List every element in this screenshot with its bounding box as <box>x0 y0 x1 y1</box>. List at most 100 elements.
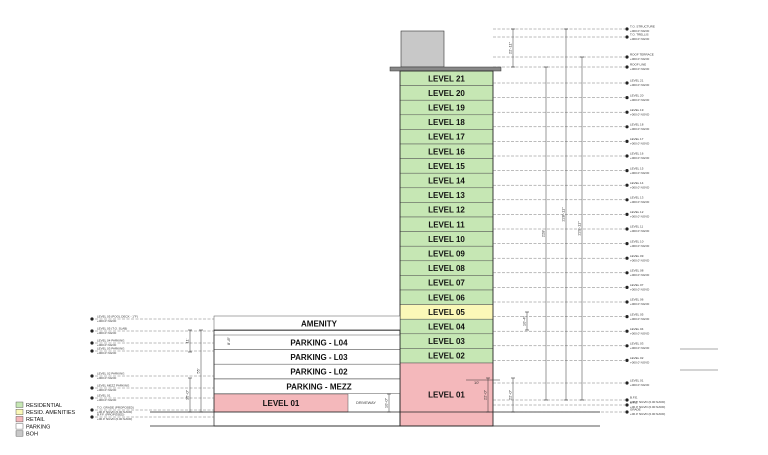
right-annotation-title: ROOF LINE <box>630 63 646 67</box>
right-annotation-title: ROOF TERRACE <box>630 53 654 57</box>
right-annotation-title: LEVEL 14 <box>630 181 644 185</box>
level-marker-icon <box>625 256 629 260</box>
right-annotation-title: LEVEL 21 <box>630 79 644 83</box>
level-marker-icon <box>625 27 629 31</box>
right-annotation-elev: +000.0' NGVD <box>630 361 650 365</box>
podium-level01-label: LEVEL 01 <box>263 399 300 408</box>
tower-level-label: LEVEL 19 <box>428 104 465 113</box>
level-marker-icon <box>90 415 94 419</box>
tower-level-label: LEVEL 12 <box>428 206 465 215</box>
level-marker-icon <box>625 410 629 414</box>
podium-dimension-c-label: 15'-0" <box>185 389 190 400</box>
level-marker-icon <box>625 35 629 39</box>
tower-level: LEVEL 09 <box>399 245 494 262</box>
right-annotation-title: LEVEL 12 <box>630 210 644 214</box>
level-marker-icon <box>90 329 94 333</box>
level-marker-icon <box>90 317 94 321</box>
tower-level: LEVEL 12 <box>399 202 494 218</box>
level-marker-icon <box>625 358 629 362</box>
level-marker-icon <box>625 81 629 85</box>
right-annotation-title: LEVEL 18 <box>630 123 644 127</box>
tower-level-label: LEVEL 03 <box>428 337 465 346</box>
right-annotation-title: LEVEL 11 <box>630 225 644 229</box>
right-annotation-elev: +000.0' NGVD <box>630 273 650 277</box>
right-annotation-elev: +000.0' NGVD <box>630 229 650 233</box>
setback-dimension-label: 10' <box>474 380 479 385</box>
tower-level: LEVEL 13 <box>399 187 494 203</box>
tower-level: LEVEL 21 <box>399 70 494 86</box>
right-annotation-elev: +000.0' NGVD <box>630 288 650 292</box>
right-annotation-elev: +000.0' NGVD <box>630 98 650 102</box>
podium-amenity-label: AMENITY <box>301 319 338 328</box>
right-annotation-title: LEVEL 05 <box>630 312 644 316</box>
level-marker-icon <box>625 381 629 385</box>
podium-parking-label: PARKING - L04 <box>290 338 348 347</box>
left-annotation-elev: +000.0' NGVD <box>97 351 117 355</box>
right-annotation-title: LEVEL 10 <box>630 239 644 243</box>
driveway-dimension-label: 10'-0" <box>384 397 389 408</box>
right-annotation-elev: +000.0' NGVD <box>630 29 650 33</box>
right-annotation-elev: +000.0' NGVD <box>630 127 650 131</box>
level-marker-icon <box>625 198 629 202</box>
left-annotation-title: LEVEL 05 (POOL DECK - 1"F) <box>97 315 138 319</box>
legend-label: RETAIL <box>26 417 45 423</box>
right-annotation-elev: +000.0' NGVD <box>630 142 650 146</box>
right-annotation-title: LEVEL 01 <box>630 379 644 383</box>
left-annotation-elev: +000.0' NGVD <box>97 398 117 402</box>
left-annotation-elev: +000.0' NGVD <box>97 331 117 335</box>
right-annotation-title: LEVEL 15 <box>630 166 644 170</box>
right-annotation-title: GRADE <box>630 408 641 412</box>
level-marker-icon <box>625 271 629 275</box>
tower-level: LEVEL 18 <box>399 114 494 130</box>
left-annotation-title: LEVEL 03 PARKING <box>97 347 125 351</box>
tower-dimension-a-label: 228' <box>541 230 546 238</box>
tower-level: LEVEL 15 <box>399 158 494 174</box>
left-annotation-elev: +00.0' NGVD (0.00 NAVD) <box>97 417 132 421</box>
tower-level: LEVEL 20 <box>399 85 494 101</box>
tower-level-label: LEVEL 17 <box>428 133 465 142</box>
level01-dimension-b-label: 22'-0" <box>483 389 488 400</box>
level-marker-icon <box>625 329 629 333</box>
tower-level-label: LEVEL 18 <box>428 118 465 127</box>
left-annotation-title: LEVEL 01 <box>97 394 111 398</box>
right-annotation-title: T.O. TRELLIS <box>630 33 648 37</box>
right-annotation-elev: +000.0' NGVD <box>630 215 650 219</box>
level-marker-icon <box>625 212 629 216</box>
left-annotation-title: LEVEL MEZZ PARKING <box>97 384 130 388</box>
right-annotation-title: LEVEL 16 <box>630 152 644 156</box>
right-annotation-title: LEVEL 08 <box>630 269 644 273</box>
right-annotation-title: LEVEL 02 <box>630 356 644 360</box>
right-annotation-elev: +000.0' NGVD <box>630 67 650 71</box>
tower-dimension-c-label: 220'-11" <box>577 221 582 236</box>
podium-parking-label: PARKING - MEZZ <box>286 382 351 391</box>
tower-level: LEVEL 17 <box>399 129 494 145</box>
level-marker-icon <box>625 398 629 402</box>
right-annotation-elev: +000.0' NGVD <box>630 112 650 116</box>
level-marker-icon <box>625 139 629 143</box>
right-annotation-elev: +000.0' NGVD <box>630 383 650 387</box>
right-annotation-title: LEVEL 17 <box>630 137 644 141</box>
right-annotation-elev: +000.0' NGVD <box>630 302 650 306</box>
left-annotation-elev: +000.0' NGVD <box>97 343 117 347</box>
right-annotation-elev: +000.0' NGVD <box>630 171 650 175</box>
level-marker-icon <box>625 227 629 231</box>
tower-level-label: LEVEL 06 <box>428 293 465 302</box>
podium-parking-label: PARKING - L03 <box>290 353 348 362</box>
parking-dim-label: 8'-8" <box>226 336 231 345</box>
tower-level-label: LEVEL 16 <box>428 147 465 156</box>
tower-level: LEVEL 04 <box>399 318 494 335</box>
right-annotation-title: LEVEL 20 <box>630 93 644 97</box>
level-marker-icon <box>90 386 94 390</box>
tower-level-label: LEVEL 08 <box>428 264 465 273</box>
right-annotation-title: LEVEL 03 <box>630 342 644 346</box>
legend-label: RESID. AMENITIES <box>26 410 76 416</box>
right-annotation-elev: +00.0' NGVD (0.00 NAVD) <box>630 405 665 409</box>
left-annotation-elev: +000.0' NGVD <box>97 376 117 380</box>
legend-swatch <box>15 423 24 430</box>
level-marker-icon <box>625 96 629 100</box>
tower-level: LEVEL 06 <box>399 289 494 305</box>
level-marker-icon <box>625 125 629 129</box>
tower-level-label: LEVEL 14 <box>428 177 465 186</box>
